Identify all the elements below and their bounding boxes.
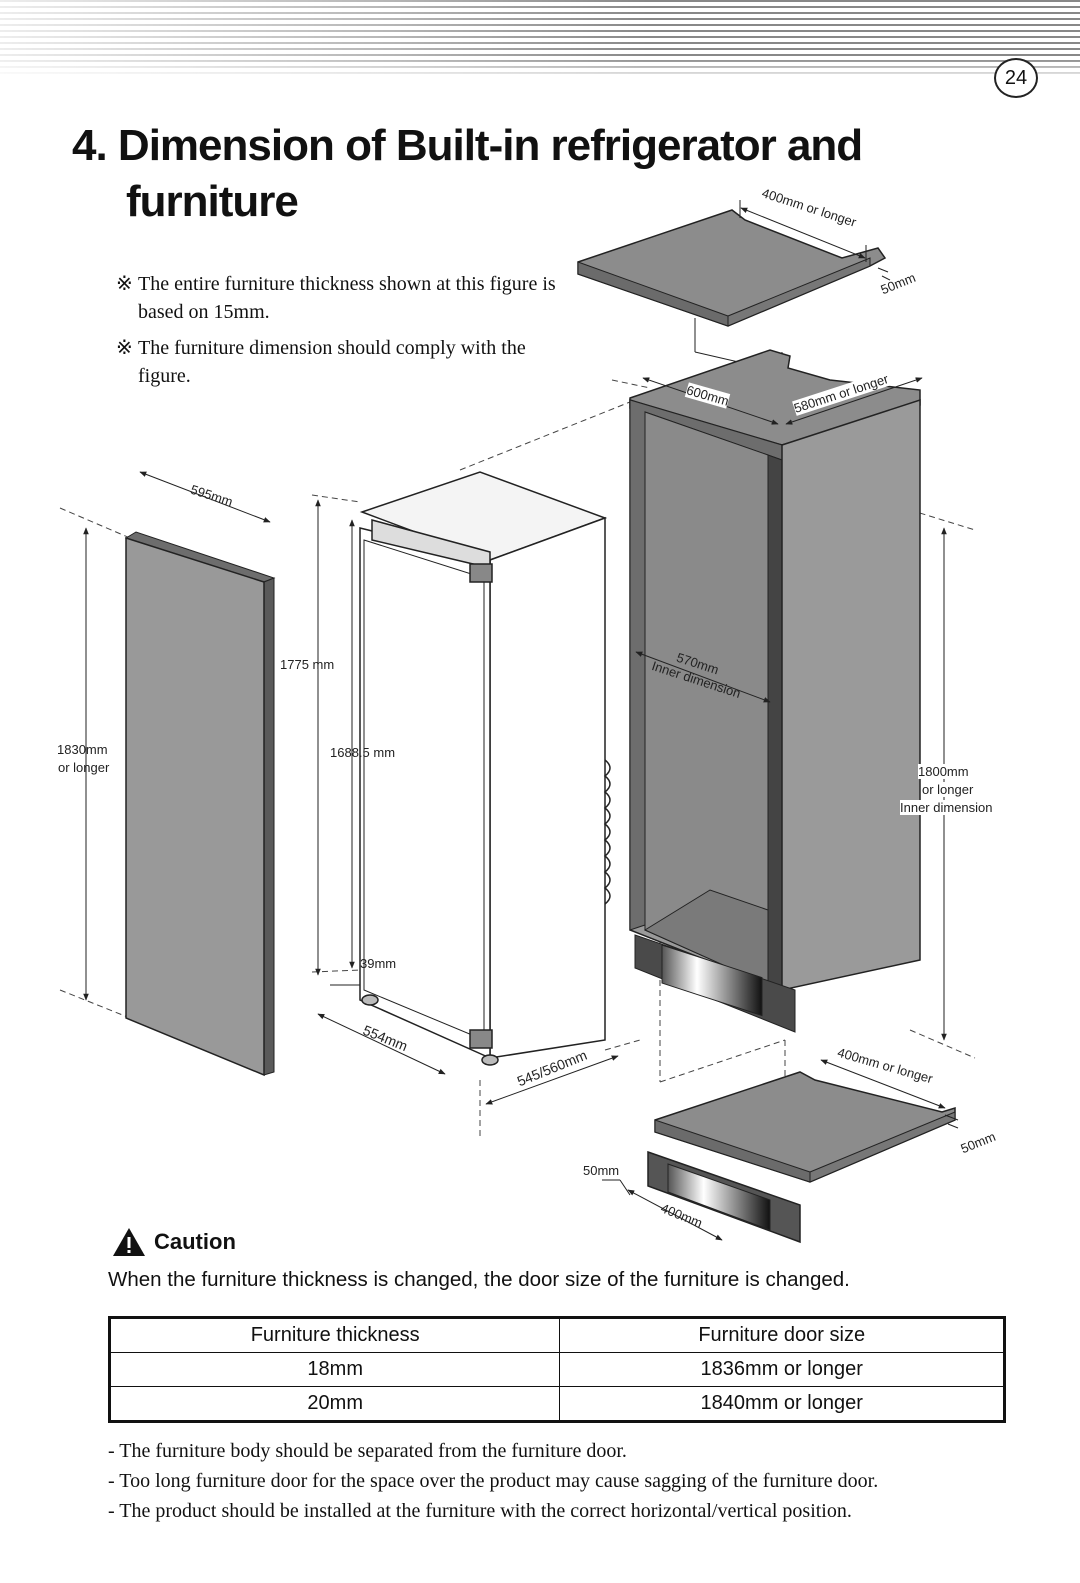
- note-2-mark: ※: [116, 337, 133, 359]
- table-row: 20mm 1840mm or longer: [108, 1386, 1005, 1422]
- page-title-line2: furniture: [126, 177, 299, 226]
- note-1: ※ The entire furniture thickness shown a…: [116, 270, 578, 326]
- header-stripes-bottom: [0, 58, 1080, 80]
- refrigerator: [359, 471, 611, 1066]
- caution-label: Caution: [154, 1229, 236, 1254]
- furniture-size-table: Furniture thickness Furniture door size …: [108, 1316, 1006, 1423]
- note-2: ※ The furniture dimension should comply …: [116, 334, 558, 390]
- table-row: 18mm 1836mm or longer: [108, 1352, 1005, 1387]
- table-cell: 18mm: [108, 1352, 561, 1387]
- table-header: Furniture thickness: [108, 1317, 561, 1353]
- table-cell: 1840mm or longer: [559, 1386, 1005, 1422]
- cabinet: [629, 349, 921, 1033]
- warning-triangle-icon: [113, 1228, 145, 1256]
- page-title: 4. Dimension of Built-in refrigerator an…: [72, 118, 972, 230]
- cabinet-inner-height-1: 1800mm: [918, 764, 969, 779]
- fridge-door-height-label: 1688.5 mm: [330, 745, 396, 760]
- bottom-board: [654, 1071, 956, 1183]
- fridge-height-label: 1775 mm: [280, 657, 335, 672]
- table-header-row: Furniture thickness Furniture door size: [108, 1317, 1005, 1353]
- door-panel: [124, 531, 276, 1077]
- list-item: - The furniture body should be separated…: [108, 1440, 627, 1462]
- table-cell: 1836mm or longer: [559, 1352, 1005, 1387]
- door-height-label-2: or longer: [58, 760, 110, 775]
- list-item: - Too long furniture door for the space …: [108, 1470, 879, 1492]
- vent-height-label: 50mm: [583, 1163, 620, 1178]
- page-title-line1: 4. Dimension of Built-in refrigerator an…: [72, 121, 863, 170]
- note-2-text: The furniture dimension should comply wi…: [138, 337, 526, 387]
- list-item: - The product should be installed at the…: [108, 1500, 852, 1522]
- note-1-text: The entire furniture thickness shown at …: [138, 273, 556, 323]
- top-board: [577, 209, 887, 373]
- cabinet-inner-height-2: or longer: [922, 782, 974, 797]
- installation-diagram: [59, 200, 976, 1244]
- door-height-label-1: 1830mm: [57, 742, 108, 757]
- bullet-list: - The furniture body should be separated…: [108, 1436, 878, 1526]
- table-cell: 20mm: [108, 1386, 561, 1422]
- page-number: 24: [994, 58, 1038, 98]
- note-1-mark: ※: [116, 273, 133, 295]
- table-header: Furniture door size: [559, 1317, 1005, 1353]
- cabinet-inner-height-3: Inner dimension: [900, 800, 993, 815]
- caution-heading: Caution: [112, 1227, 236, 1257]
- fridge-bottom-label: 39mm: [360, 956, 397, 971]
- caution-text: When the furniture thickness is changed,…: [108, 1268, 850, 1291]
